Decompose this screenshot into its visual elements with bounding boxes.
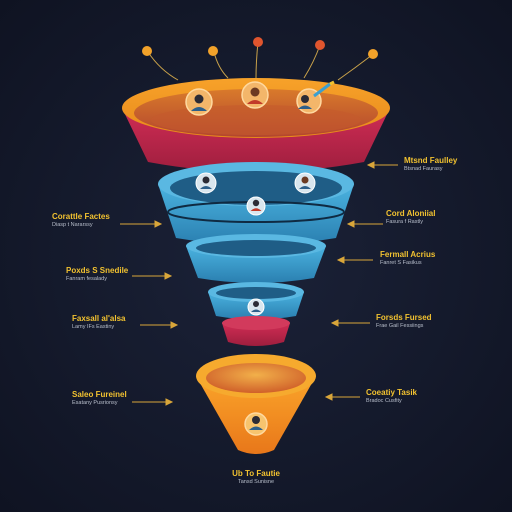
- person-avatar-icon: [195, 172, 217, 194]
- label-left-1: Corattle Factes Diasp t Nararssy: [52, 212, 110, 229]
- label-title: Corattle Factes: [52, 212, 110, 221]
- label-right-5: Coeatiy Tasik Bradoc Cusfity: [366, 388, 417, 405]
- label-subtitle: Diasp t Nararssy: [52, 222, 93, 229]
- label-subtitle: Tansd Sunisne: [237, 479, 275, 486]
- label-title: Mtsnd Faulley: [404, 156, 458, 165]
- label-right-4: Forsds Fursed Frae Gail Fessiings: [376, 313, 432, 330]
- label-subtitle: Fanram fesalady: [66, 276, 107, 283]
- person-avatar-icon: [244, 412, 268, 436]
- label-title: Forsds Fursed: [376, 313, 432, 322]
- label-subtitle: Esatany Pusrionsy: [72, 400, 118, 407]
- orange-dot-icon: [368, 49, 378, 59]
- person-avatar-icon: [294, 172, 316, 194]
- person-avatar-icon: [185, 88, 213, 116]
- label-title: Coeatiy Tasik: [366, 388, 417, 397]
- label-title: Poxds S Snedile: [66, 266, 129, 275]
- person-avatar-icon: [247, 298, 265, 316]
- person-avatar-icon: [246, 196, 266, 216]
- label-bottom: Ub To Fautie Tansd Sunisne: [206, 469, 306, 486]
- label-left-4: Saleo Fureinel Esatany Pusrionsy: [72, 390, 127, 407]
- label-subtitle: Frae Gail Fessiings: [376, 323, 424, 330]
- top-avatars: [185, 80, 335, 116]
- label-title: Faxsall al'alsa: [72, 314, 126, 323]
- orange-dot-icon: [142, 46, 152, 56]
- person-avatar-icon: [241, 81, 269, 109]
- label-title: Saleo Fureinel: [72, 390, 127, 399]
- funnel-tier-5: [222, 316, 290, 346]
- label-left-2: Poxds S Snedile Fanram fesalady: [66, 266, 129, 283]
- label-subtitle: Fanret S Fasikus: [380, 260, 422, 267]
- red-dot-icon: [253, 37, 263, 47]
- label-title: Ub To Fautie: [232, 469, 280, 478]
- label-subtitle: Lamy IFs Eastiny: [72, 324, 115, 331]
- label-right-1: Mtsnd Faulley Btsnad Faurasy: [404, 156, 458, 173]
- red-dot-icon: [315, 40, 325, 50]
- label-arrows: [120, 161, 398, 406]
- label-right-3: Fermall Acrius Fanret S Fasikus: [380, 250, 436, 267]
- funnel-tier-3: [186, 234, 326, 283]
- label-subtitle: Bradoc Cusfity: [366, 398, 402, 405]
- rocket-icon: [296, 80, 335, 114]
- label-right-2: Cord Aloniial Fasura f Rastly: [386, 209, 436, 226]
- label-title: Cord Aloniial: [386, 209, 436, 218]
- orange-dot-icon: [208, 46, 218, 56]
- label-left-3: Faxsall al'alsa Lamy IFs Eastiny: [72, 314, 126, 331]
- label-title: Fermall Acrius: [380, 250, 436, 259]
- label-subtitle: Fasura f Rastly: [386, 219, 423, 226]
- label-subtitle: Btsnad Faurasy: [404, 166, 443, 173]
